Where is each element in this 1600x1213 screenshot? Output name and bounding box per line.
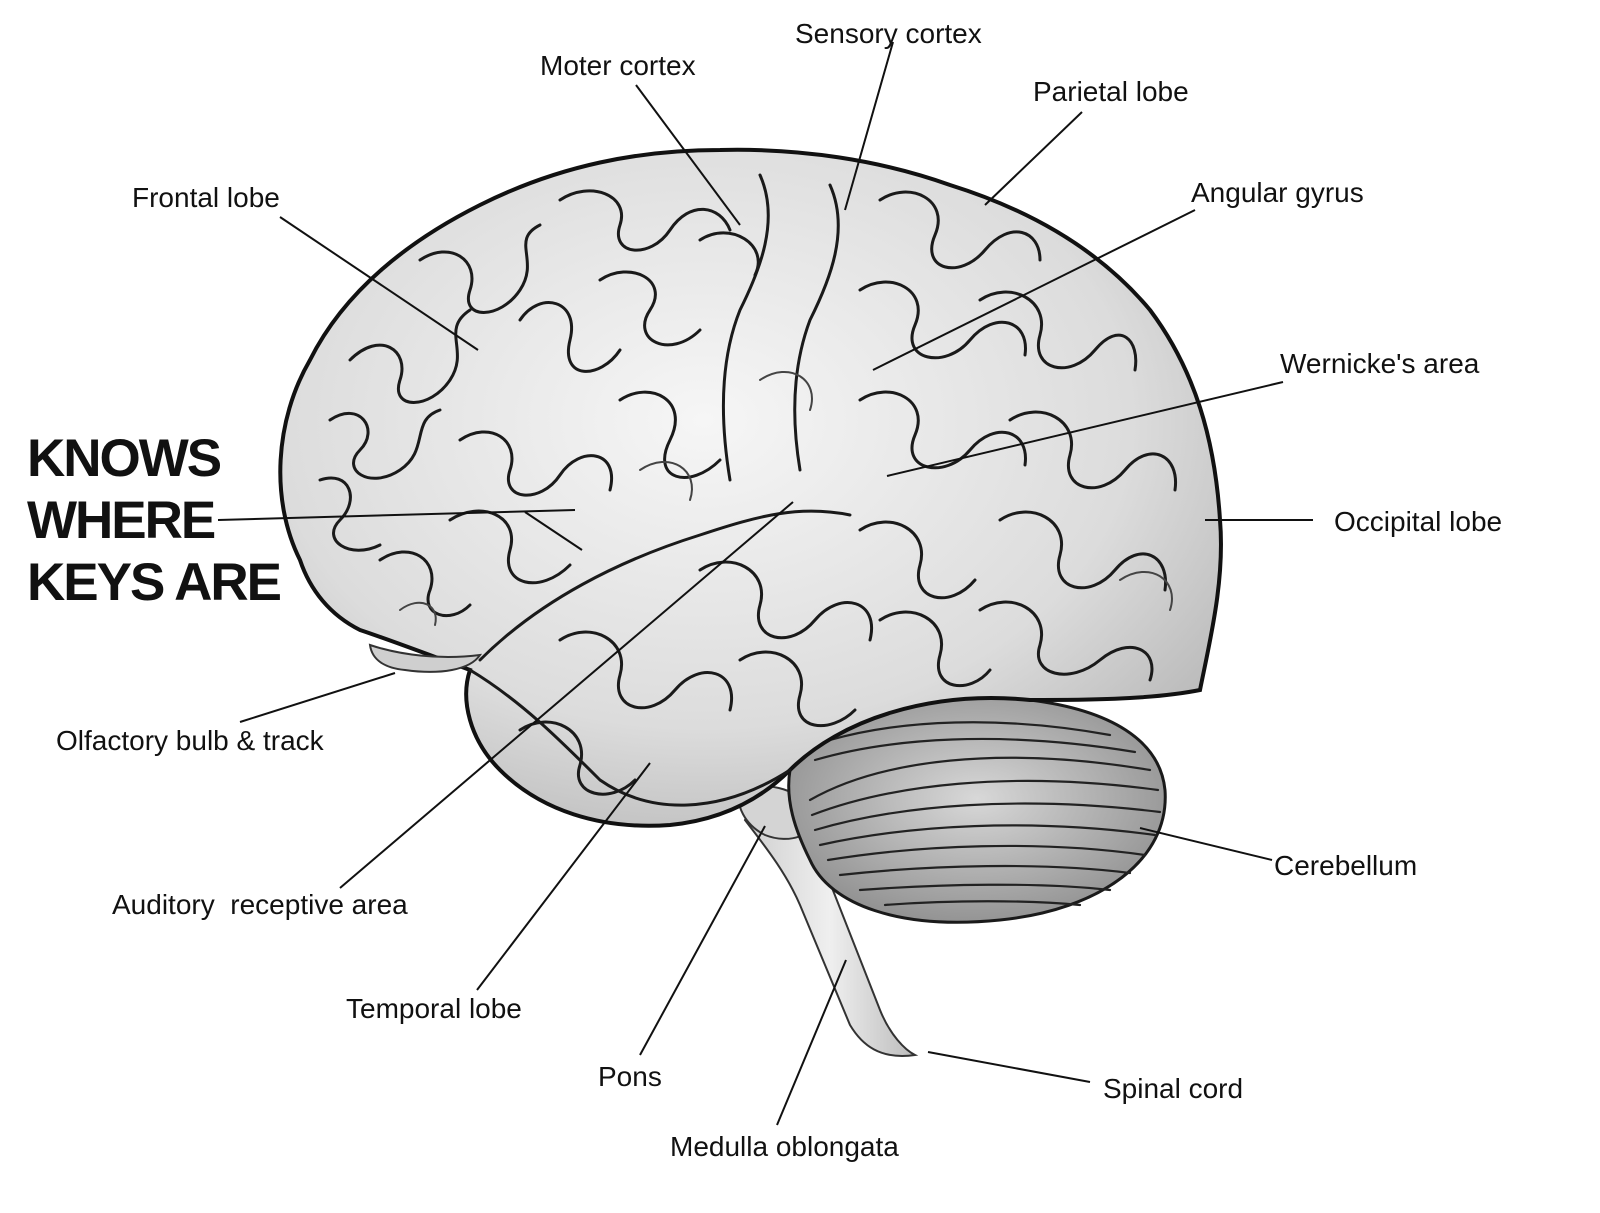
label-occipital-lobe: Occipital lobe: [1334, 506, 1503, 537]
cerebrum-shape: [278, 147, 1223, 828]
label-spinal-cord: Spinal cord: [1103, 1073, 1244, 1104]
label-olfactory-bulb: Olfactory bulb & track: [56, 725, 324, 756]
gyri-pattern: [318, 189, 1178, 796]
leader-sensory-cortex: [844, 41, 894, 211]
olfactory-shape: [368, 643, 483, 673]
leader-highlight: [217, 509, 576, 521]
leader-medulla: [776, 959, 847, 1126]
leader-angular-gyrus: [872, 209, 1196, 371]
leader-auditory: [339, 501, 794, 889]
label-wernickes-area: Wernicke's area: [1280, 348, 1480, 379]
leader-motor-cortex: [635, 84, 741, 226]
label-angular-gyrus: Angular gyrus: [1191, 177, 1364, 208]
label-sensory-cortex: Sensory cortex: [795, 18, 982, 49]
label-parietal-lobe: Parietal lobe: [1033, 76, 1189, 107]
label-auditory-receptive-area: Auditory receptive area: [112, 889, 408, 920]
label-medulla-oblongata: Medulla oblongata: [670, 1131, 899, 1162]
leader-olfactory: [239, 672, 396, 723]
leader-temporal-lobe: [476, 762, 651, 991]
leader-spinal-cord: [927, 1051, 1091, 1083]
label-motor-cortex: Moter cortex: [540, 50, 696, 81]
highlight-line-3: KEYS ARE: [27, 553, 282, 612]
leader-highlight-branch: [524, 511, 583, 551]
highlight-line-2: WHERE: [27, 491, 216, 550]
highlight-line-1: KNOWS: [27, 429, 222, 488]
cerebellum-folia: [808, 721, 1162, 907]
label-temporal-lobe: Temporal lobe: [346, 993, 522, 1024]
leader-wernickes-area: [886, 381, 1284, 477]
leader-pons: [639, 825, 766, 1056]
label-cerebellum: Cerebellum: [1274, 850, 1418, 881]
leader-parietal-lobe: [984, 111, 1083, 206]
label-frontal-lobe: Frontal lobe: [132, 182, 280, 213]
leader-frontal-lobe: [279, 216, 479, 351]
leader-lines: [217, 41, 1313, 1126]
leader-cerebellum: [1139, 827, 1273, 861]
label-pons: Pons: [598, 1061, 662, 1092]
